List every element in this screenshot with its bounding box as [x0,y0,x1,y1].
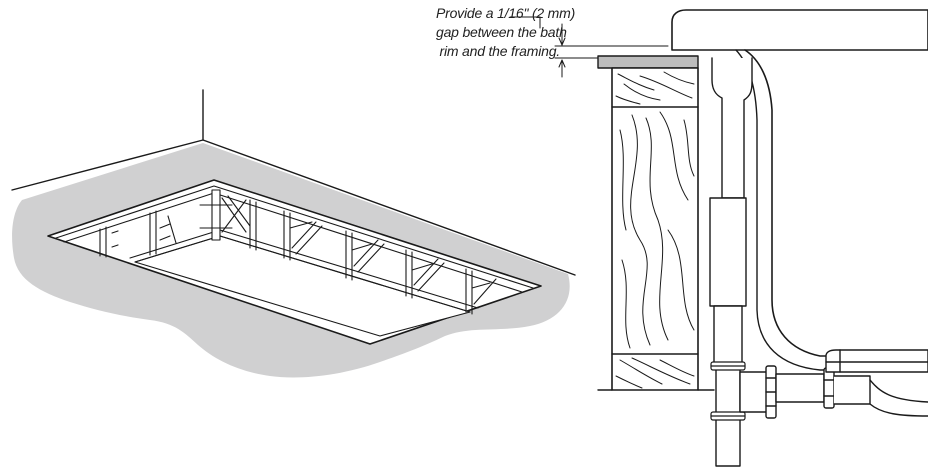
bath-rim [671,9,928,51]
wood-grain-top [615,71,695,105]
annotation-line-1: Provide a 1/16" (2 mm) [436,5,576,21]
annotation-line-3: rim and the framing. [439,43,561,59]
wall-base-edge [11,139,576,276]
top-plate-back [55,185,534,289]
framing-stud [611,67,699,391]
framing-perspective-illustration [11,89,576,378]
framing-top-plate [597,55,699,69]
bath-wall-outer [735,49,928,371]
section-detail [509,9,928,467]
waste-tee [739,365,928,419]
bath-wall [744,49,928,357]
pipe-nuts [710,361,746,421]
wood-grain-bottom [615,357,695,389]
studs-left [99,210,177,258]
wood-grain-main [619,111,695,349]
bracing [221,195,497,305]
annotation-line-2: gap between the bath [436,24,567,40]
gap-annotation: Provide a 1/16" (2 mm) gap between the b… [436,4,576,61]
overflow-pipe [709,57,753,467]
drain-flange [825,349,928,373]
gap-dimension [509,16,669,78]
studs-back [249,199,473,315]
